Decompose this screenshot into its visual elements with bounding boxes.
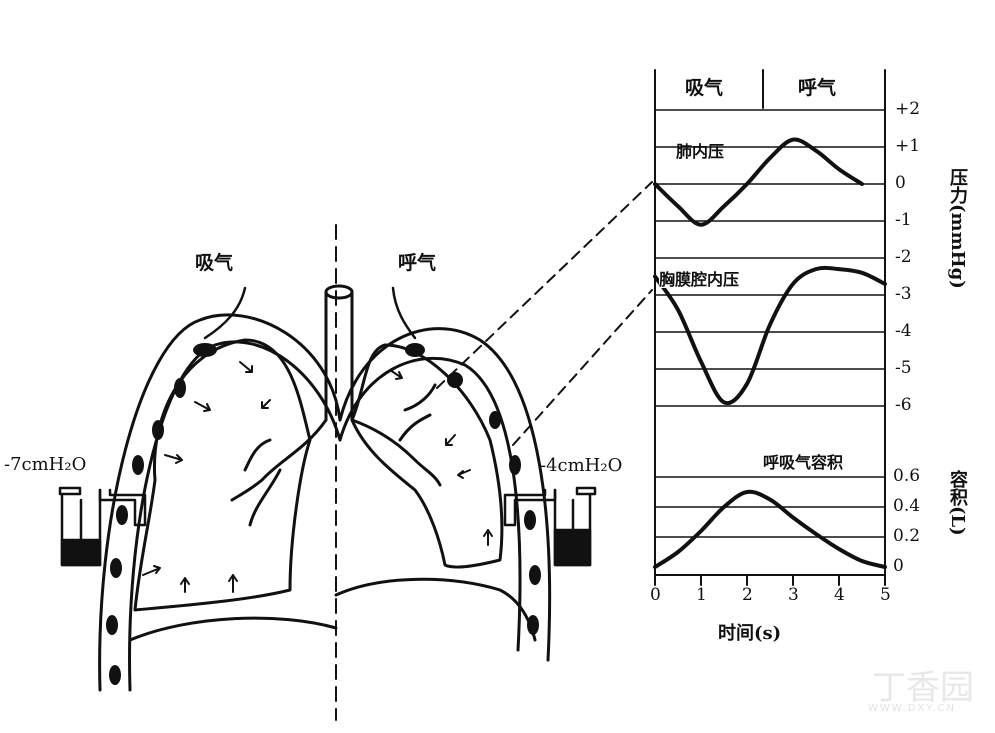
volume-tick-label: 0.6: [893, 466, 921, 486]
watermark-url: WWW.DXY.CN: [868, 703, 956, 714]
time-tick-label: 3: [788, 585, 799, 605]
right-lung: [350, 343, 504, 569]
chest-wall-inner: [128, 340, 342, 692]
inhale-leader: [203, 286, 247, 340]
pressure-tick-label: -6: [895, 395, 912, 415]
pressure-tick-label: -3: [895, 284, 912, 304]
thorax-diagram: [58, 181, 653, 721]
time-axis-label: 时间(s): [718, 623, 782, 644]
volume-tick-label: 0.2: [893, 526, 921, 546]
trachea-top: [324, 284, 354, 300]
chest-wall-inner-right: [338, 356, 522, 652]
lung-pressure-curve: [653, 137, 864, 227]
pressure-tick-label: +1: [895, 136, 921, 156]
time-tick-label: 0: [650, 585, 661, 605]
pressure-tick-label: -1: [895, 210, 912, 230]
pressure-axis-label: 压力(mmHg): [947, 168, 968, 289]
inhale-label: 吸气: [195, 252, 234, 274]
graph-frame: [654, 69, 886, 576]
pressure-tick-label: -4: [895, 321, 912, 341]
chest-wall-outer-right: [338, 327, 552, 662]
watermark-logo: 丁香园: [872, 668, 974, 708]
left-pressure-label: -7cmH₂O: [4, 454, 87, 475]
volume-tick-label: 0.4: [893, 496, 921, 516]
pointer-line-lung: [436, 181, 653, 389]
force-arrows: [142, 361, 493, 593]
pressure-tick-label: -5: [895, 358, 912, 378]
right-pressure-label: -4cmH₂O: [540, 455, 623, 476]
time-tick-label: 5: [880, 585, 891, 605]
lung-pressure-label: 肺内压: [676, 142, 725, 161]
diaphragm-right: [334, 577, 537, 642]
phase-inhale-label: 吸气: [685, 77, 724, 99]
phase-exhale-label: 呼气: [798, 77, 837, 99]
volume-tick-label: 0: [893, 556, 904, 576]
left-lung: [133, 338, 312, 612]
time-tick-label: 2: [742, 585, 753, 605]
left-manometer: [58, 486, 147, 567]
ribs: [106, 343, 541, 685]
exhale-label: 呼气: [398, 252, 437, 274]
left-bronchi: [230, 418, 328, 527]
time-tick-label: 4: [834, 585, 845, 605]
trachea: [324, 290, 354, 422]
volume-curve: [653, 489, 887, 569]
time-tick-label: 1: [696, 585, 707, 605]
graph-curves: [653, 137, 887, 569]
volume-axis-label: 容积(L): [947, 470, 968, 536]
right-manometer: [503, 486, 597, 567]
volume-label: 呼吸气容积: [763, 453, 844, 472]
diaphragm-left: [128, 616, 338, 642]
pointer-line-pleural: [512, 289, 653, 446]
chest-wall-outer: [98, 313, 342, 692]
pressure-tick-label: 0: [895, 173, 906, 193]
exhale-leader: [391, 286, 417, 340]
pressure-tick-label: -2: [895, 247, 912, 267]
pleural-pressure-curve: [653, 265, 887, 406]
right-bronchi: [350, 383, 442, 487]
pressure-tick-label: +2: [895, 99, 921, 119]
time-axis-ticks: [654, 574, 886, 586]
graph-gridlines: [654, 109, 886, 538]
pleural-pressure-label: 胸膜腔内压: [659, 270, 740, 289]
